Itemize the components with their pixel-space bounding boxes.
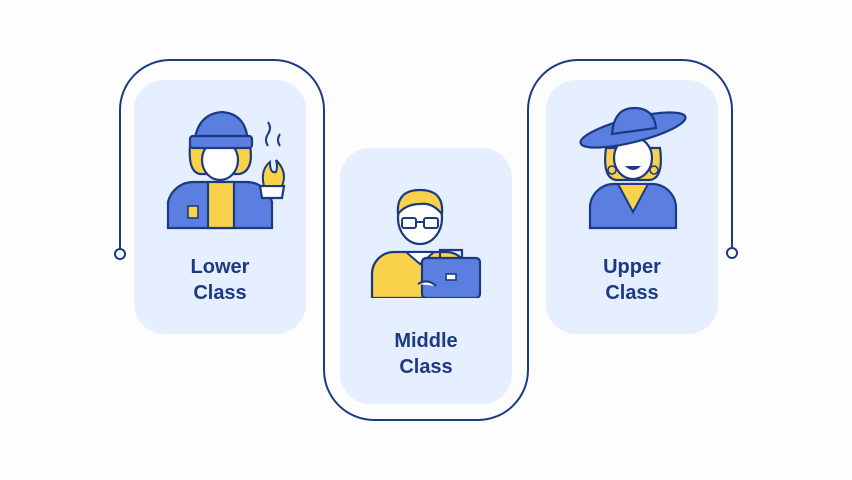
card-upper-class: Upper Class: [546, 80, 718, 334]
wealthy-woman-icon: [579, 106, 687, 230]
homeless-person-icon: [166, 110, 286, 230]
upper-class-label: Upper Class: [546, 254, 718, 306]
lower-class-outline: [119, 59, 733, 421]
lower-class-line1: Lower: [190, 256, 250, 278]
left-endpoint-dot: [114, 248, 126, 260]
right-endpoint-dot: [726, 247, 738, 259]
middle-class-label: Middle Class: [340, 328, 512, 380]
office-worker-icon: [370, 188, 482, 298]
upper-class-line2: Class: [605, 282, 659, 304]
lower-class-line2: Class: [193, 282, 247, 304]
card-lower-class: Lower Class: [134, 80, 306, 334]
middle-class-line2: Class: [399, 356, 453, 378]
middle-class-line1: Middle: [394, 330, 458, 352]
lower-class-label: Lower Class: [134, 254, 306, 306]
card-middle-class: Middle Class: [340, 148, 512, 404]
upper-class-line1: Upper: [603, 256, 661, 278]
